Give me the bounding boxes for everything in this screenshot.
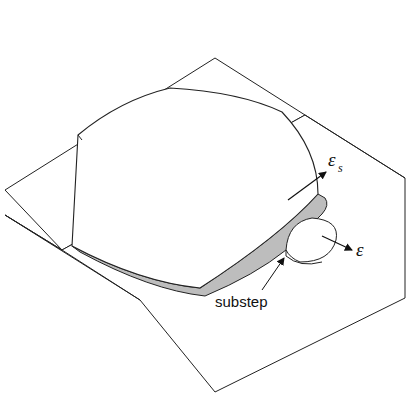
strain-symbol: ε <box>328 150 336 169</box>
strain-symbol: ε <box>356 240 364 259</box>
part-label: substep <box>215 294 268 309</box>
subscript: s <box>338 162 343 174</box>
